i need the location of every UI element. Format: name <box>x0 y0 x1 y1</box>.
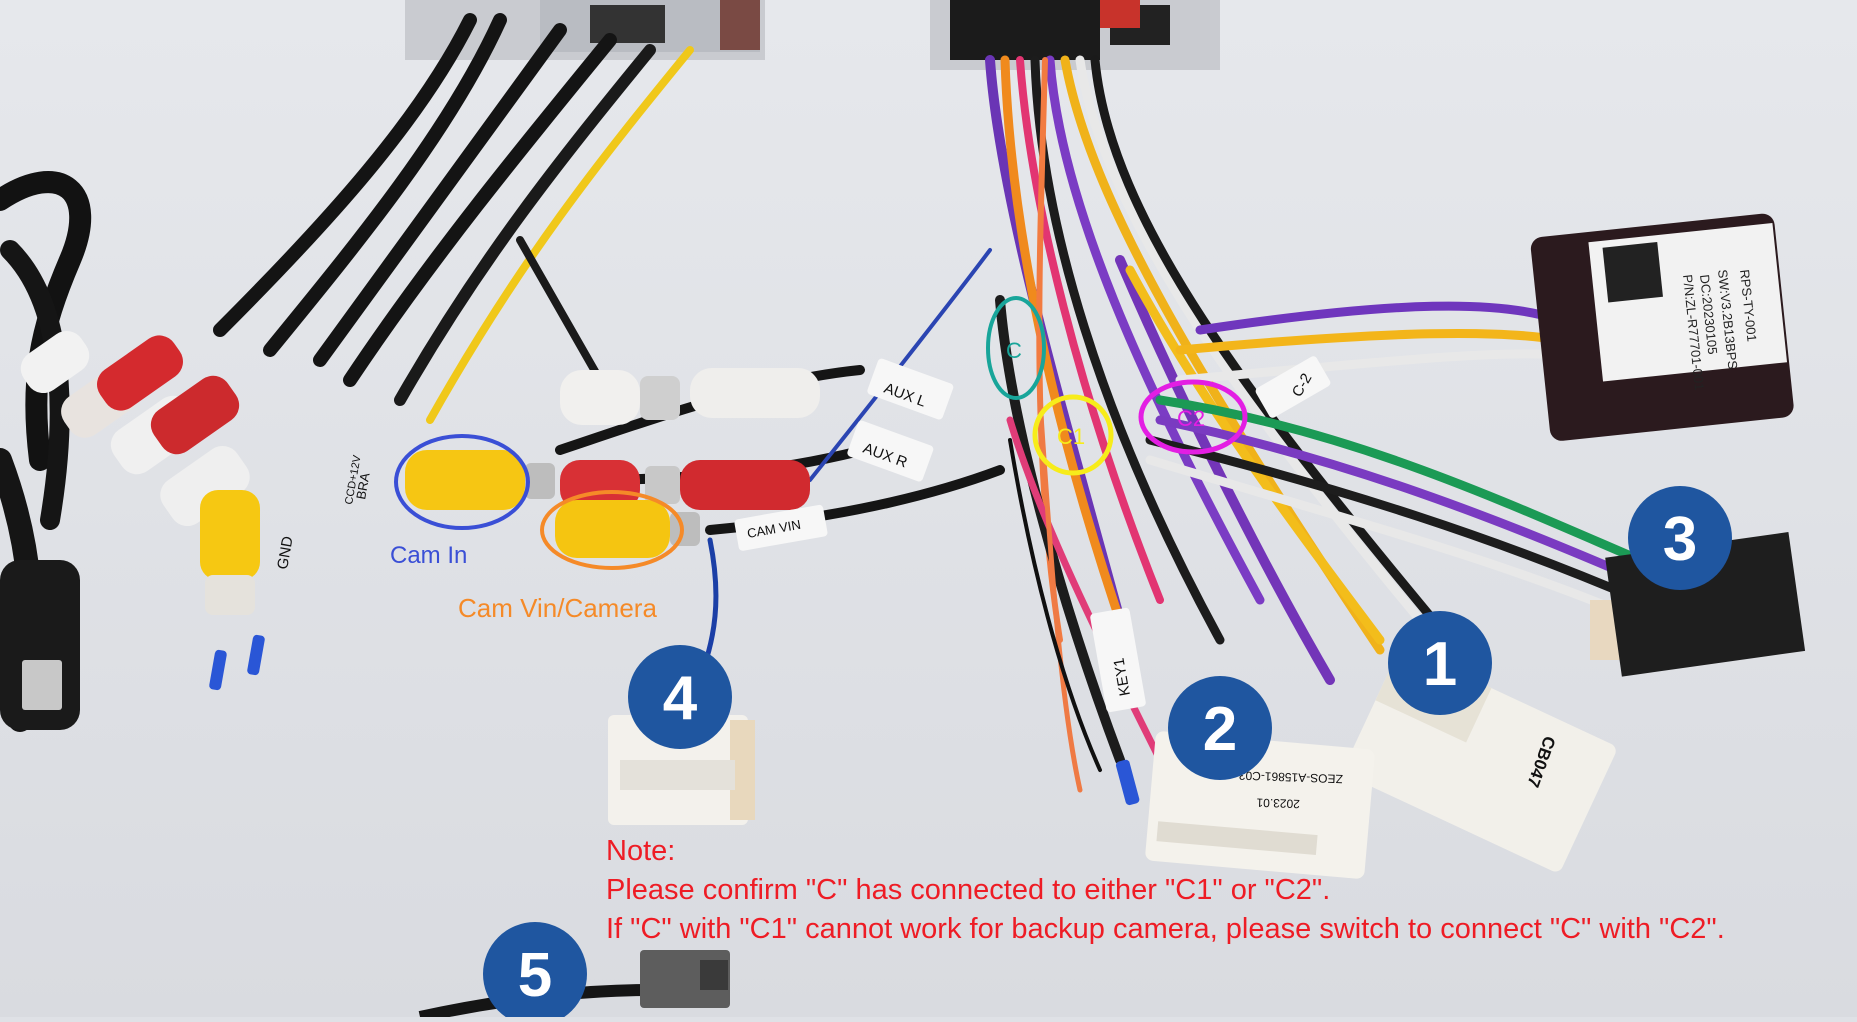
cam-in-plug <box>405 450 555 510</box>
connector-4 <box>608 715 755 825</box>
svg-text:2: 2 <box>1203 695 1237 764</box>
note-line-1: Please confirm "C" has connected to eith… <box>606 874 1331 906</box>
badge-2: 2 <box>1168 676 1272 780</box>
tag-zeos: ZEOS-A15861-C03 <box>1238 768 1343 786</box>
cam-in-label: Cam In <box>390 542 467 569</box>
tag-date: 2023.01 <box>1256 795 1300 811</box>
c-label: C <box>1006 338 1022 363</box>
rca-plugs-left <box>20 330 260 615</box>
note-block: Note: Please confirm "C" has connected t… <box>606 832 1846 949</box>
badge-4: 4 <box>628 645 732 749</box>
wire-tags: AUX L AUX R CAM VIN KEY1 GND CCD+12V BRA… <box>274 356 1559 811</box>
c2-circle <box>1138 379 1248 455</box>
cam-vin-label: Cam Vin/Camera <box>458 593 657 623</box>
center-wire-bundle <box>985 55 1645 793</box>
c1-label: C1 <box>1057 424 1085 449</box>
cam-vin-plug <box>555 500 700 558</box>
highlights <box>394 296 1248 570</box>
usb-plug <box>0 560 80 730</box>
highlight-labels: Cam In Cam Vin/Camera C C1 C2 <box>390 338 1205 623</box>
blue-terminals <box>209 634 1140 806</box>
svg-text:1: 1 <box>1423 630 1457 699</box>
badge-5: 5 <box>483 922 587 1022</box>
cam-vin-circle <box>540 490 684 570</box>
tag-bra: BRA <box>353 471 372 500</box>
number-badges: 1 2 3 4 5 <box>483 486 1732 1022</box>
tag-gnd: GND <box>274 535 297 571</box>
svg-text:5: 5 <box>518 941 552 1010</box>
badge-1: 1 <box>1388 611 1492 715</box>
c1-circle <box>1032 394 1114 476</box>
badge-3: 3 <box>1628 486 1732 590</box>
svg-text:3: 3 <box>1663 505 1697 574</box>
note-title: Note: <box>606 835 676 867</box>
c2-label: C2 <box>1177 406 1205 431</box>
decoder-module <box>1530 213 1794 441</box>
tag-key1: KEY1 <box>1111 657 1134 698</box>
svg-text:4: 4 <box>663 664 698 733</box>
aux-l-plug <box>560 368 820 425</box>
head-unit <box>405 0 1220 70</box>
cam-in-circle <box>394 434 530 530</box>
note-line-2: If "C" with "C1" cannot work for backup … <box>606 913 1725 945</box>
c-circle <box>986 296 1046 400</box>
